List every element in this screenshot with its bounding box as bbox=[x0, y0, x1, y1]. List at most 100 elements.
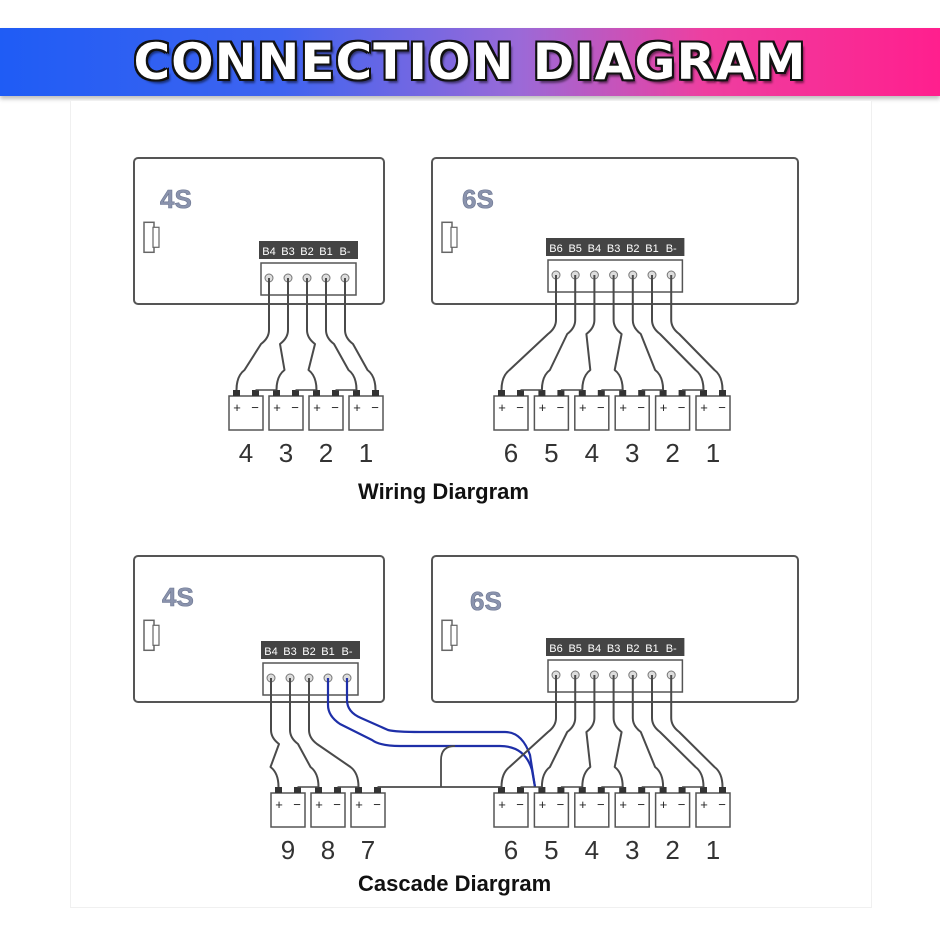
wiring-4s-cell-3 bbox=[268, 395, 304, 431]
wiring-4s-pin-label-B4: B4 bbox=[262, 246, 275, 258]
cascade-6s-pin-label-B1: B1 bbox=[645, 643, 658, 655]
cascade-6s-cell-5-minus-terminal bbox=[557, 787, 565, 793]
wiring-6s-board-label: 6S bbox=[462, 184, 494, 214]
wiring-4s-pin-label-B1: B1 bbox=[319, 246, 332, 258]
cascade-3-cell-8-plus-terminal bbox=[315, 787, 322, 793]
cascade-4s-side-connector-tab bbox=[152, 624, 160, 646]
cascade-4s-pin-label-B3: B3 bbox=[283, 646, 296, 658]
wiring-6s-cell-4-plus-sign: + bbox=[579, 400, 587, 415]
wiring-4s-pin-label-B-: B- bbox=[340, 246, 351, 258]
cascade-6s-cell-6-minus-sign: − bbox=[516, 797, 524, 812]
cascade-6s-cell-6-plus-sign: + bbox=[498, 797, 506, 812]
wiring-6s-wire bbox=[651, 275, 705, 391]
cascade-3-cell-number-9: 9 bbox=[281, 835, 295, 865]
wiring-4s-cell-number-3: 3 bbox=[279, 438, 293, 468]
wiring-6s-cell-5-minus-terminal bbox=[557, 390, 565, 396]
cascade-6s-cell-2-plus-terminal bbox=[659, 787, 667, 793]
cascade-6s-pin-label-B5: B5 bbox=[568, 643, 581, 655]
cascade-4s-board-label: 4S bbox=[162, 582, 194, 612]
wiring-6s-cell-2-plus-terminal bbox=[659, 390, 667, 396]
wiring-4s-pin-label-B2: B2 bbox=[300, 246, 313, 258]
cascade-6s-cell-3-plus-terminal bbox=[619, 787, 627, 793]
cascade-3-cell-9 bbox=[270, 792, 306, 828]
cascade-6s-cell-3 bbox=[614, 792, 650, 828]
cascade-6s-cell-2-minus-terminal bbox=[678, 787, 686, 793]
wiring-6s-cell-2-minus-sign: − bbox=[678, 400, 686, 415]
wiring-4s-cell-2 bbox=[308, 395, 344, 431]
wiring-6s-cell-3 bbox=[614, 395, 650, 431]
wiring-4s-cell-1-minus-terminal bbox=[372, 390, 379, 396]
wiring-6s-wire bbox=[540, 275, 577, 391]
cascade-3-cell-8-minus-terminal bbox=[334, 787, 341, 793]
wiring-6s-cell-3-plus-sign: + bbox=[619, 400, 627, 415]
cascade-6s-cell-3-minus-sign: − bbox=[637, 797, 645, 812]
cascade-6s-wire bbox=[540, 675, 577, 788]
wiring-4s-wire bbox=[344, 278, 377, 391]
cascade-6s-wire bbox=[631, 675, 665, 788]
wiring-4s-pin-label-B3: B3 bbox=[281, 246, 294, 258]
cascade-caption: Cascade Diargram bbox=[358, 871, 552, 896]
wiring-6s-pin-label-B6: B6 bbox=[549, 243, 562, 255]
cascade-6s-wire bbox=[500, 675, 557, 788]
wiring-4s-cell-4-minus-sign: − bbox=[251, 400, 259, 415]
cascade-6s-cell-number-6: 6 bbox=[504, 835, 518, 865]
wiring-6s-cell-3-plus-terminal bbox=[619, 390, 627, 396]
wiring-6s-cell-number-2: 2 bbox=[665, 438, 679, 468]
cascade-6s-cell-5-plus-terminal bbox=[538, 787, 546, 793]
wiring-6s-cell-6-minus-sign: − bbox=[516, 400, 524, 415]
wiring-6s-pin-label-B5: B5 bbox=[568, 243, 581, 255]
wiring-4s-cell-number-2: 2 bbox=[319, 438, 333, 468]
cascade-6s-cell-1-plus-sign: + bbox=[700, 797, 708, 812]
wiring-4s-pin-label-bar bbox=[259, 241, 358, 259]
wiring-4s-cell-4-minus-terminal bbox=[252, 390, 259, 396]
cascade-3-cell-7-minus-sign: − bbox=[373, 797, 381, 812]
cascade-6s-cell-number-2: 2 bbox=[665, 835, 679, 865]
wiring-6s-pin-label-B2: B2 bbox=[626, 243, 639, 255]
cascade-3-cell-7 bbox=[350, 792, 386, 828]
cascade-6s-cell-4-plus-terminal bbox=[578, 787, 586, 793]
cascade-6s-pin-label-B6: B6 bbox=[549, 643, 562, 655]
wiring-6s-cell-5-minus-sign: − bbox=[557, 400, 565, 415]
wiring-6s-pin-label-B3: B3 bbox=[607, 243, 620, 255]
wiring-4s-cell-3-plus-terminal bbox=[273, 390, 280, 396]
cascade-6s-cell-5-plus-sign: + bbox=[539, 797, 547, 812]
cascade-6s-cell-2 bbox=[654, 792, 691, 828]
wiring-4s-cell-1-plus-terminal bbox=[353, 390, 360, 396]
wiring-6s-cell-number-1: 1 bbox=[706, 438, 720, 468]
wiring-6s-cell-2-minus-terminal bbox=[678, 390, 686, 396]
cascade-6s-pin-label-B3: B3 bbox=[607, 643, 620, 655]
wiring-6s-cell-number-5: 5 bbox=[544, 438, 558, 468]
cascade-blue-wire-b1 bbox=[326, 678, 537, 788]
wiring-6s-cell-6-minus-terminal bbox=[517, 390, 524, 396]
wiring-6s-cell-2-plus-sign: + bbox=[660, 400, 668, 415]
cascade-6s-board-label: 6S bbox=[470, 586, 502, 616]
cascade-4s-pin-label-bar bbox=[261, 641, 360, 659]
wiring-6s-wire bbox=[612, 275, 624, 391]
wiring-6s-cell-5-plus-terminal bbox=[538, 390, 546, 396]
wiring-6s-cell-6-plus-terminal bbox=[498, 390, 505, 396]
wiring-6s-cell-6-plus-sign: + bbox=[498, 400, 506, 415]
cascade-blue-wire-b- bbox=[345, 678, 537, 788]
cascade-4s-pin-header bbox=[262, 662, 359, 696]
cascade-4s-wire bbox=[289, 678, 320, 788]
cascade-6s-cell-6 bbox=[493, 792, 529, 828]
wiring-4s-cell-3-minus-terminal bbox=[292, 390, 299, 396]
wiring-4s-cell-number-1: 1 bbox=[359, 438, 373, 468]
cascade-6s-wire bbox=[581, 675, 596, 788]
cascade-6s-cell-3-minus-terminal bbox=[638, 787, 646, 793]
cascade-6s-cell-6-plus-terminal bbox=[498, 787, 505, 793]
wiring-6s-wire bbox=[631, 275, 665, 391]
wiring-6s-wire bbox=[670, 275, 724, 391]
wiring-4s-cell-4-plus-sign: + bbox=[233, 400, 241, 415]
wiring-4s-cell-1-plus-sign: + bbox=[353, 400, 361, 415]
cascade-6s-cell-4 bbox=[574, 792, 610, 828]
cascade-6s-cell-1-minus-terminal bbox=[719, 787, 726, 793]
cascade-4s-wire bbox=[269, 678, 280, 788]
cascade-3-cell-8-plus-sign: + bbox=[315, 797, 323, 812]
page-title: CONNECTION DIAGRAM bbox=[133, 33, 807, 91]
wiring-6s-board bbox=[431, 157, 799, 305]
cascade-6s-cell-number-3: 3 bbox=[625, 835, 639, 865]
cascade-6s-cell-1-minus-sign: − bbox=[718, 797, 726, 812]
wiring-4s-cell-number-4: 4 bbox=[239, 438, 253, 468]
cascade-6s-cell-1 bbox=[695, 792, 731, 828]
